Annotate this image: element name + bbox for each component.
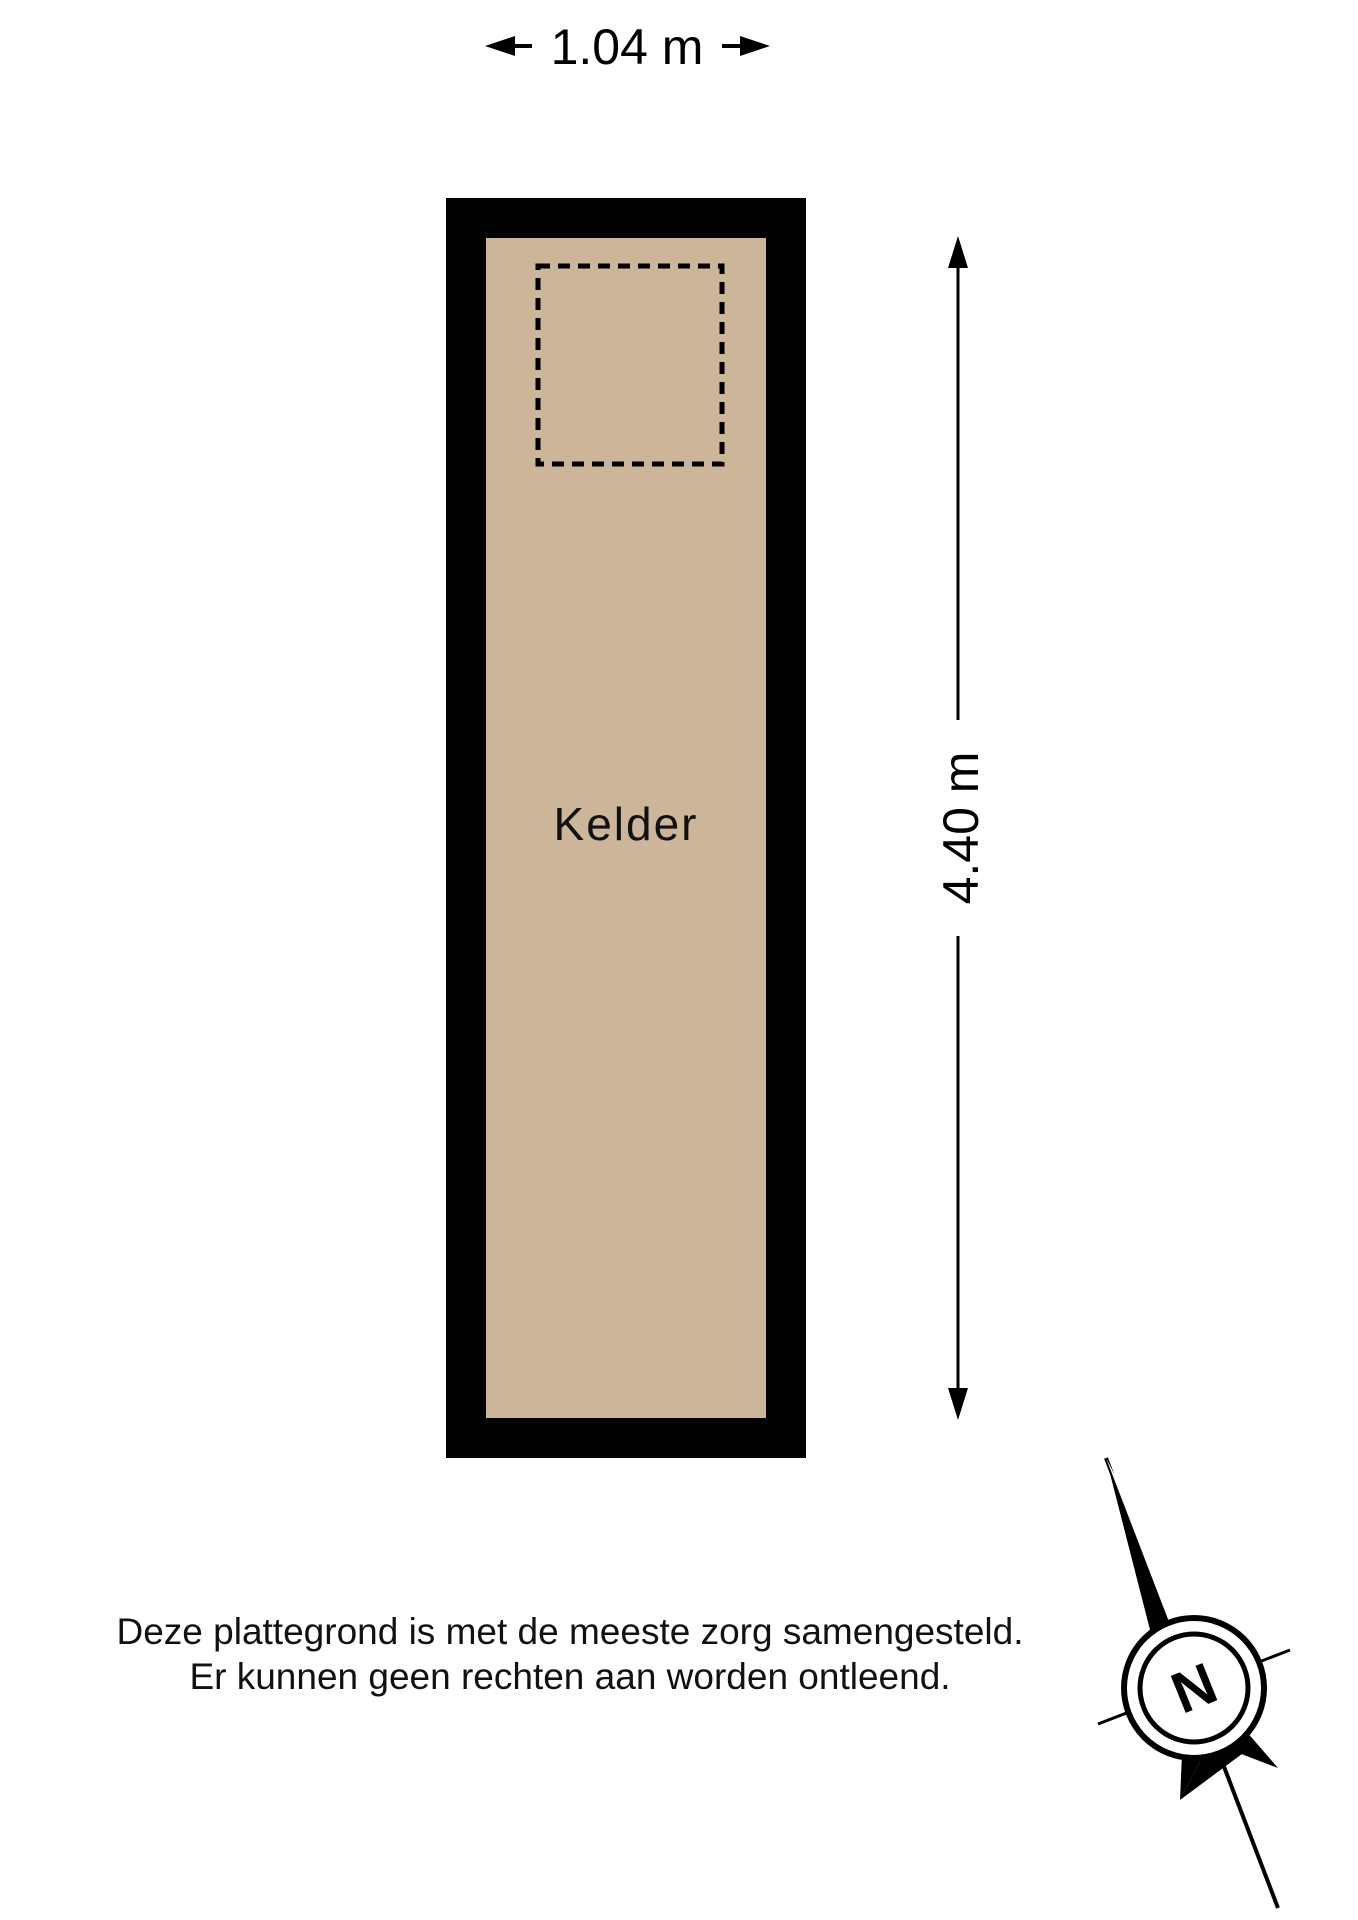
room-kelder: Kelder <box>446 198 806 1458</box>
dashed-hatch-outline <box>535 263 725 467</box>
north-pointer-outline <box>1106 1458 1200 1640</box>
down-arrow-icon <box>948 1388 968 1420</box>
length-dimension: 4.40 m <box>933 236 989 1420</box>
length-label: 4.40 m <box>933 752 989 905</box>
width-dimension: 1.04 m <box>485 19 770 75</box>
room-label: Kelder <box>554 798 699 850</box>
room-floor <box>486 238 766 1418</box>
disclaimer-line-1: Deze plattegrond is met de meeste zorg s… <box>116 1611 1024 1652</box>
right-arrow-icon <box>740 36 770 56</box>
left-arrow-icon <box>485 36 515 56</box>
compass-icon: N <box>1097 1457 1291 1909</box>
disclaimer-line-2: Er kunnen geen rechten aan worden ontlee… <box>189 1656 951 1697</box>
compass-inner-ring <box>1137 1631 1251 1745</box>
south-pointer <box>1180 1742 1250 1800</box>
width-label: 1.04 m <box>551 19 704 75</box>
up-arrow-icon <box>948 236 968 268</box>
